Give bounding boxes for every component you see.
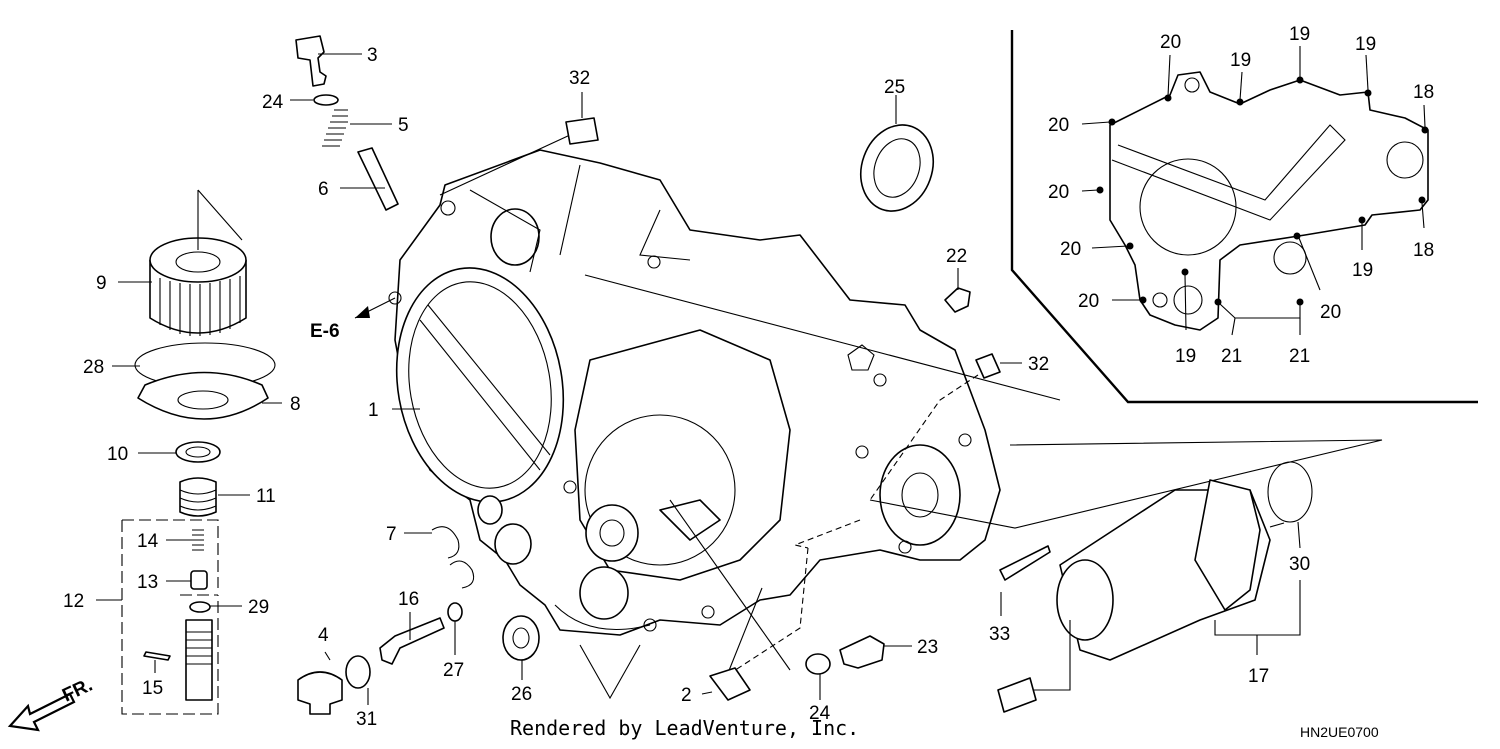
callout-9: 9 <box>96 273 107 294</box>
callout-20-left3: 20 <box>1060 239 1081 260</box>
callout-24-bottom: 24 <box>809 703 831 724</box>
callout-6: 6 <box>318 179 329 200</box>
gasket-bolt-holes <box>1096 76 1429 306</box>
ref-label: E-6 <box>310 321 340 342</box>
callout-19-a: 19 <box>1230 50 1251 71</box>
part-15 <box>143 651 171 661</box>
callout-32-right: 32 <box>1028 354 1049 375</box>
callout-26: 26 <box>511 684 532 705</box>
direction-arrow: FR. <box>7 675 96 732</box>
part-22 <box>944 287 971 313</box>
callout-18-top: 18 <box>1413 82 1434 103</box>
callout-2: 2 <box>681 685 692 706</box>
part-11 <box>179 477 217 517</box>
part-6 <box>357 147 399 211</box>
ref-arrow <box>355 306 370 318</box>
callout-29: 29 <box>248 597 269 618</box>
part-25 <box>860 124 934 212</box>
callout-21-b: 21 <box>1289 346 1310 367</box>
callout-labels: 3 24 5 6 9 28 8 10 11 14 13 29 12 15 1 7… <box>63 24 1434 730</box>
group-12 <box>121 519 219 715</box>
callout-17: 17 <box>1248 666 1269 687</box>
part-32-top <box>565 117 599 145</box>
callout-15: 15 <box>142 678 163 699</box>
callout-22: 22 <box>946 246 967 267</box>
footer-credit: Rendered by LeadVenture, Inc. <box>510 716 860 740</box>
callout-19-d: 19 <box>1352 260 1373 281</box>
callout-12: 12 <box>63 591 84 612</box>
callout-4: 4 <box>318 625 329 646</box>
part-5 <box>322 109 348 147</box>
gasket-inset <box>1010 30 1478 404</box>
starter-motor <box>997 461 1313 713</box>
part-27 <box>447 602 463 622</box>
left-parts <box>121 35 399 715</box>
callout-25: 25 <box>884 77 905 98</box>
callout-3: 3 <box>367 45 378 66</box>
callout-leaders <box>96 53 1022 705</box>
part-8 <box>137 371 269 420</box>
callout-23: 23 <box>917 637 938 658</box>
callout-20-top: 20 <box>1160 32 1181 53</box>
part-32-right <box>975 353 1001 379</box>
gasket-channel <box>1111 124 1346 221</box>
part-16 <box>379 617 445 665</box>
callout-7: 7 <box>386 524 397 545</box>
callout-21-a: 21 <box>1221 346 1242 367</box>
callout-19-b: 19 <box>1289 24 1310 45</box>
part-29 <box>189 601 211 613</box>
part-3 <box>295 35 327 87</box>
callout-20-left2: 20 <box>1048 182 1069 203</box>
part-2 <box>709 667 751 701</box>
bottom-parts <box>297 117 1001 715</box>
callout-31: 31 <box>356 709 377 730</box>
part-14 <box>192 529 204 551</box>
callout-16: 16 <box>398 589 419 610</box>
callout-19-c: 19 <box>1355 34 1376 55</box>
callout-19-e: 19 <box>1175 346 1196 367</box>
part-24-bottom <box>805 653 831 675</box>
callout-28: 28 <box>83 357 104 378</box>
callout-32-top: 32 <box>569 68 590 89</box>
callout-20-left1: 20 <box>1048 115 1069 136</box>
part-7 <box>431 526 475 589</box>
callout-24: 24 <box>262 92 284 113</box>
gasket-outline <box>1109 71 1429 331</box>
callout-13: 13 <box>137 572 158 593</box>
rear-crankcase-cover <box>388 149 1001 636</box>
callout-33: 33 <box>989 624 1010 645</box>
callout-5: 5 <box>398 115 409 136</box>
part-30 <box>1267 461 1313 523</box>
part-4 <box>297 671 343 715</box>
callout-11: 11 <box>256 486 276 507</box>
callout-20-right: 20 <box>1320 302 1341 323</box>
callout-1: 1 <box>368 400 379 421</box>
part-10 <box>175 441 221 463</box>
part-33 <box>999 545 1051 581</box>
callout-8: 8 <box>290 394 301 415</box>
callout-30: 30 <box>1289 554 1310 575</box>
part-23 <box>839 635 885 669</box>
cover-large-bore <box>395 267 565 503</box>
callout-10: 10 <box>107 444 128 465</box>
callout-27: 27 <box>443 660 464 681</box>
callout-18-bottom: 18 <box>1413 240 1434 261</box>
callout-14: 14 <box>137 531 159 552</box>
part-13 <box>190 570 208 590</box>
part-31 <box>345 655 371 689</box>
part-26 <box>502 615 540 661</box>
part-24-top <box>313 94 339 106</box>
diagram-code: HN2UE0700 <box>1300 724 1379 740</box>
cover-leaders <box>354 134 1383 700</box>
callout-20-left4: 20 <box>1078 291 1099 312</box>
